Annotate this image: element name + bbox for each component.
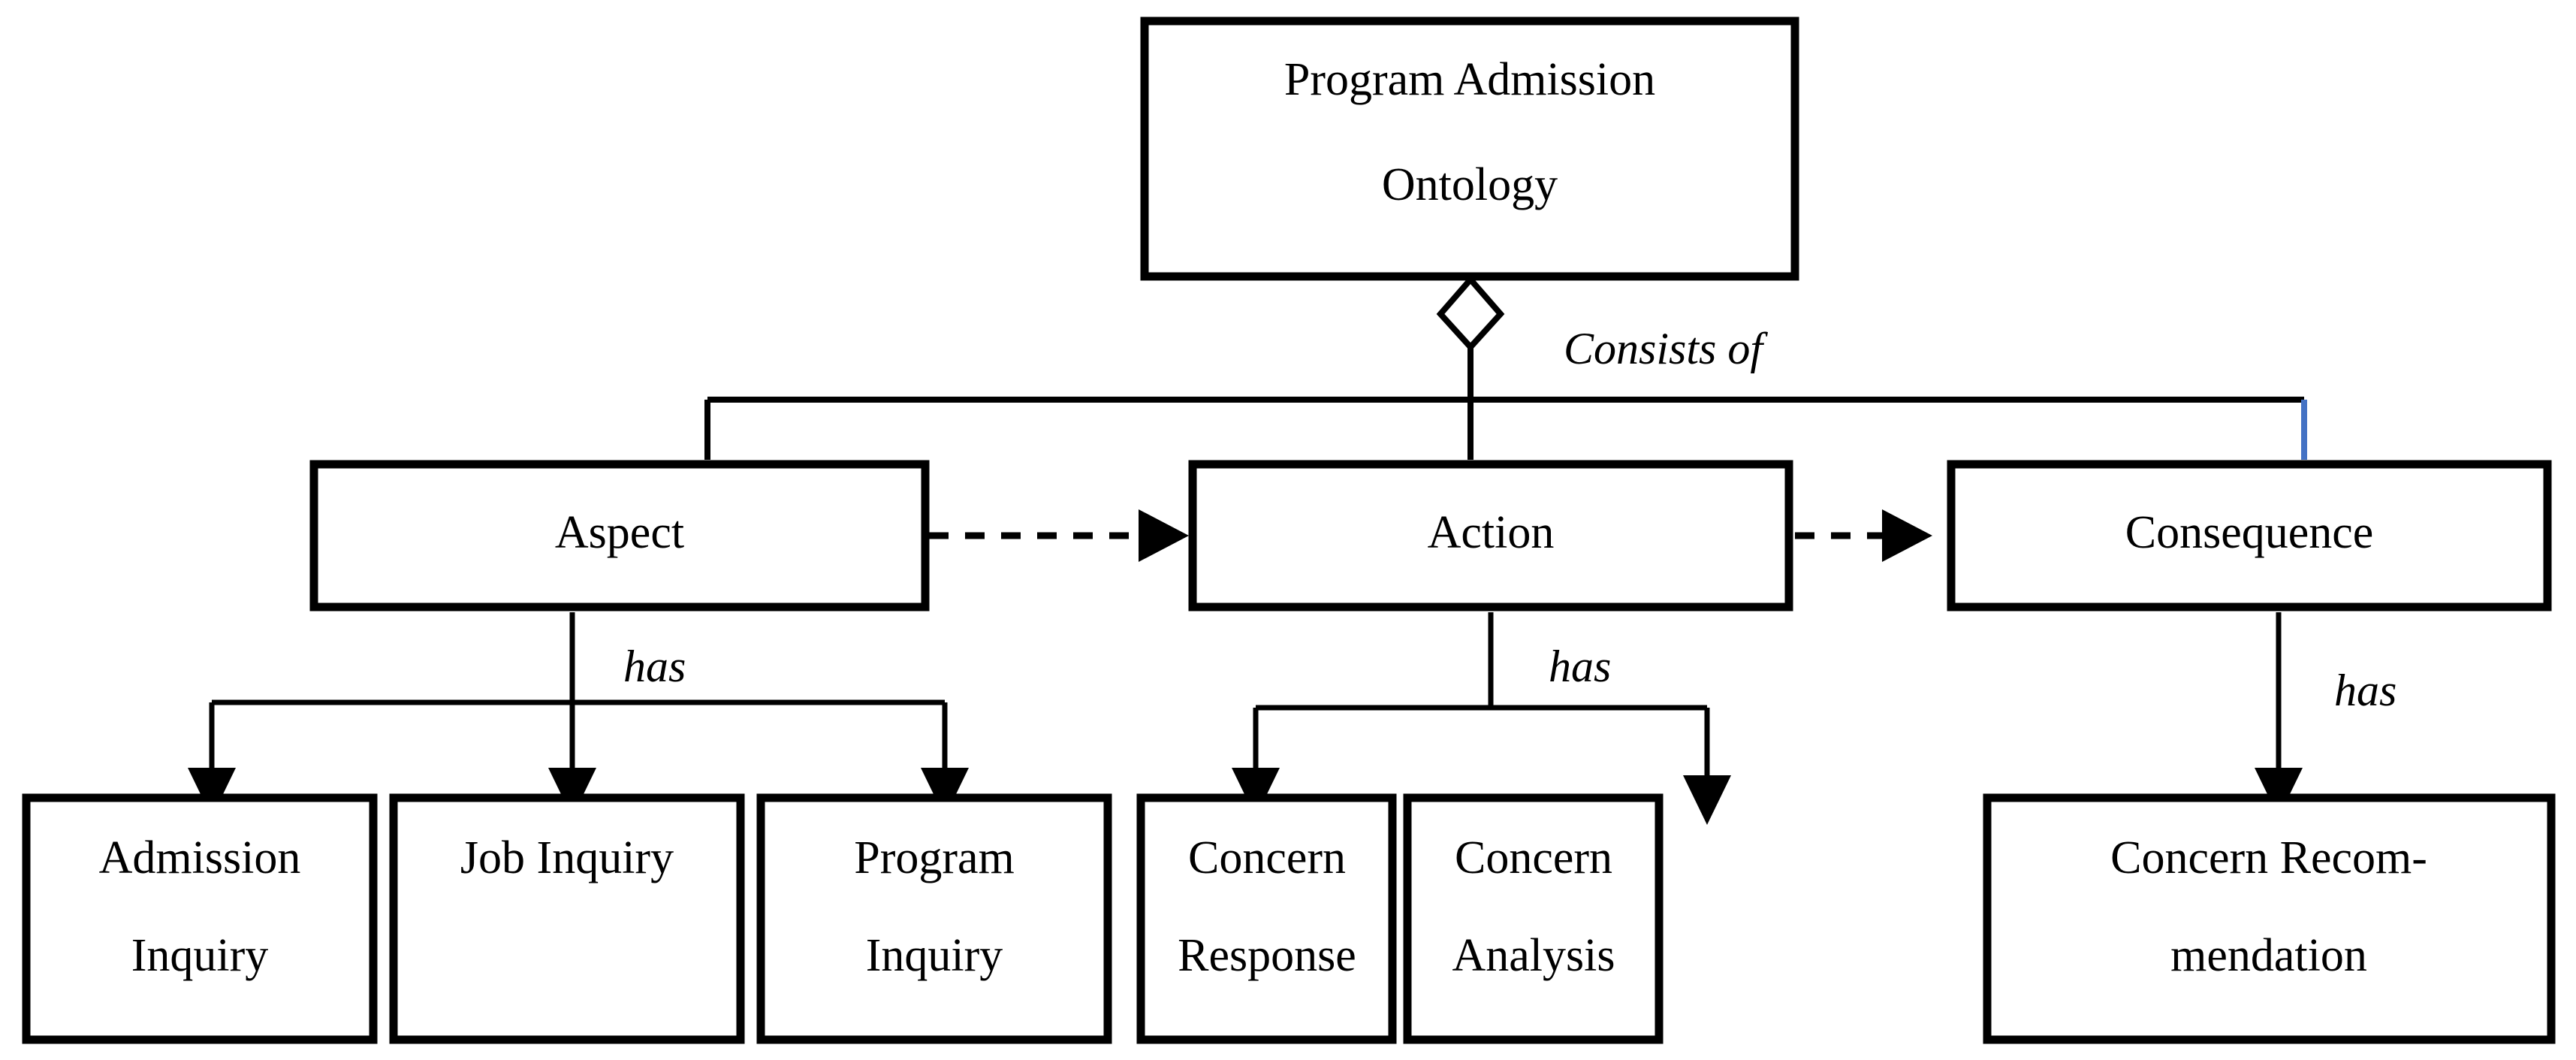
node-admission-inquiry[interactable]: Admission Inquiry (22, 793, 378, 1044)
node-concern-recommendation[interactable]: Concern Recom- mendation (1983, 793, 2556, 1044)
admission-inquiry-line2: Inquiry (131, 930, 269, 981)
arrowhead-concern-response (1232, 768, 1280, 817)
arrowhead-aspect-to-action (1139, 509, 1189, 562)
concern-response-line2: Response (1178, 930, 1356, 981)
program-inquiry-box[interactable] (756, 793, 1112, 1044)
job-inquiry-box[interactable] (389, 793, 745, 1044)
node-aspect[interactable]: Aspect (309, 460, 930, 612)
aspect-label: Aspect (555, 507, 684, 558)
concern-response-line1: Concern (1188, 832, 1346, 883)
arrowhead-job-inquiry (548, 768, 596, 817)
concern-analysis-line2: Analysis (1452, 930, 1615, 981)
admission-inquiry-line1: Admission (99, 832, 301, 883)
relation-label-consists-of: Consists of (1564, 324, 1768, 373)
concern-response-box[interactable] (1136, 793, 1397, 1044)
program-inquiry-line1: Program (854, 832, 1015, 883)
relation-label-has-action: has (1549, 642, 1611, 691)
program-inquiry-line2: Inquiry (866, 930, 1003, 981)
action-label: Action (1428, 507, 1555, 558)
relation-label-has-consequence: has (2334, 666, 2397, 715)
relation-label-has-aspect: has (623, 642, 686, 691)
node-job-inquiry[interactable]: Job Inquiry (389, 793, 745, 1044)
arrowhead-action-to-consequence (1882, 509, 1932, 562)
root-label-line1: Program Admission (1284, 54, 1655, 105)
consequence-box[interactable] (1947, 460, 2552, 612)
aspect-box[interactable] (309, 460, 930, 612)
action-box[interactable] (1188, 460, 1793, 612)
node-concern-response[interactable]: Concern Response (1136, 793, 1397, 1044)
arrowhead-program-inquiry (921, 768, 969, 817)
root-label-line2: Ontology (1382, 159, 1558, 210)
node-concern-analysis[interactable]: Concern Analysis (1403, 793, 1664, 1044)
concern-analysis-line1: Concern (1455, 832, 1612, 883)
job-inquiry-line1: Job Inquiry (460, 832, 674, 883)
node-program-admission-ontology[interactable]: Program Admission Ontology (1140, 17, 1799, 281)
concern-recommendation-box[interactable] (1983, 793, 2556, 1044)
concern-recommendation-line1: Concern Recom- (2110, 832, 2427, 883)
node-action[interactable]: Action (1188, 460, 1793, 612)
node-consequence[interactable]: Consequence (1947, 460, 2552, 612)
concern-recommendation-line2: mendation (2170, 930, 2367, 981)
consequence-label: Consequence (2125, 507, 2374, 558)
admission-inquiry-box[interactable] (22, 793, 378, 1044)
concern-analysis-box[interactable] (1403, 793, 1664, 1044)
arrowhead-concern-analysis (1683, 775, 1731, 825)
root-box[interactable] (1140, 17, 1799, 281)
node-program-inquiry[interactable]: Program Inquiry (756, 793, 1112, 1044)
arrowhead-admission-inquiry (188, 768, 236, 817)
arrowhead-concern-recommendation (2255, 768, 2303, 817)
